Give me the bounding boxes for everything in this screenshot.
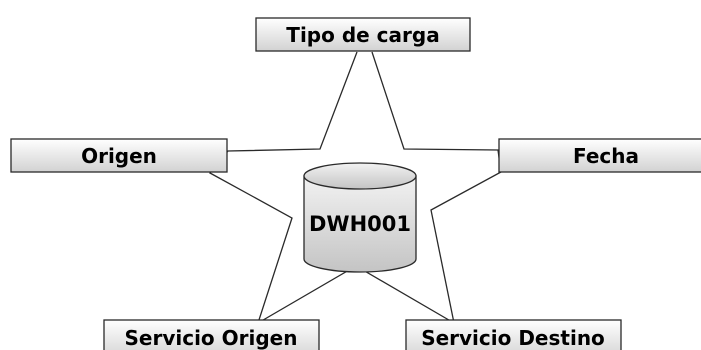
node-fecha[interactable]: Fecha [498,138,701,173]
node-origen-label: Origen [81,144,157,168]
node-servicio-origen-label: Servicio Origen [125,326,298,350]
database-cylinder-icon[interactable]: DWH001 [303,162,417,273]
node-tipo-de-carga-label: Tipo de carga [286,23,439,47]
node-origen[interactable]: Origen [10,138,228,173]
node-tipo-de-carga[interactable]: Tipo de carga [255,17,471,52]
node-servicio-origen[interactable]: Servicio Origen [103,319,320,350]
database-label: DWH001 [309,212,411,236]
node-fecha-label: Fecha [573,144,639,168]
node-servicio-destino-label: Servicio Destino [421,326,605,350]
node-servicio-destino[interactable]: Servicio Destino [405,319,622,350]
